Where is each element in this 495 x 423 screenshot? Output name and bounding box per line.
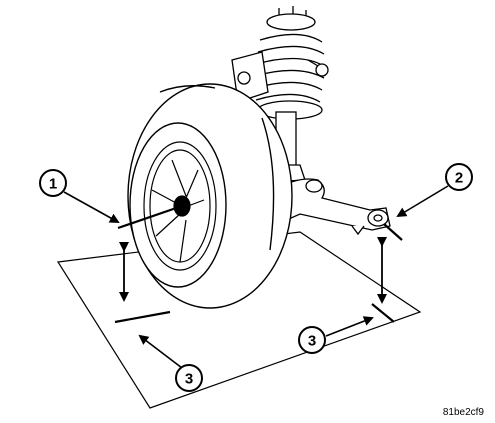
leader-arrows [63,185,449,369]
callout-3-left: 3 [175,364,203,392]
callout-2: 2 [445,163,473,191]
callout-2-label: 2 [455,170,463,187]
callout-3-right-label: 3 [308,333,316,350]
callout-3-left-label: 3 [185,371,193,388]
height-arrows [119,237,387,304]
callout-3-right: 3 [298,326,326,354]
measurement-lines [114,204,403,324]
callout-1: 1 [39,169,67,197]
lower-control-arm [277,178,391,236]
figure-id: 81be2cf9 [443,407,485,418]
callout-1-label: 1 [49,176,57,193]
